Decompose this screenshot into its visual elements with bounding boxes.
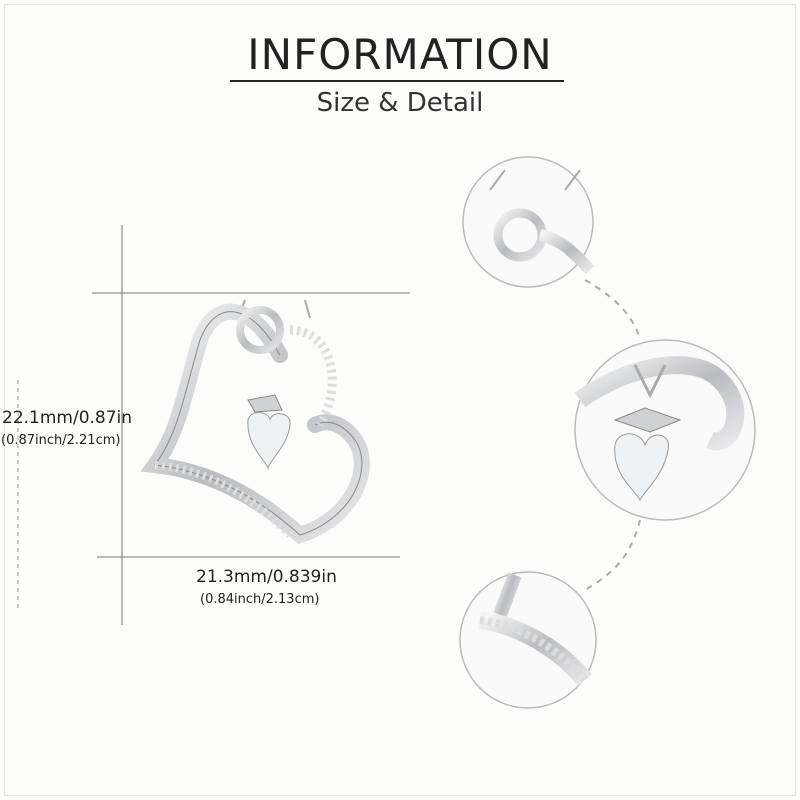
height-measurement-alt: (0.87inch/2.21cm)	[1, 433, 121, 448]
detail-circle-top	[462, 156, 595, 288]
page-title: INFORMATION	[247, 30, 553, 79]
height-measurement: 22.1mm/0.87in	[2, 408, 133, 428]
connector-top	[584, 279, 641, 341]
connector-bottom	[584, 519, 641, 591]
heart-pendant	[140, 299, 370, 544]
image-frame	[4, 4, 796, 796]
detail-circle-middle	[574, 339, 756, 521]
width-measurement-alt: (0.84inch/2.13cm)	[200, 592, 320, 607]
detail-circle-bottom	[459, 571, 597, 709]
page-subtitle: Size & Detail	[316, 88, 484, 118]
title-underline	[230, 80, 564, 82]
width-measurement: 21.3mm/0.839in	[196, 567, 337, 587]
